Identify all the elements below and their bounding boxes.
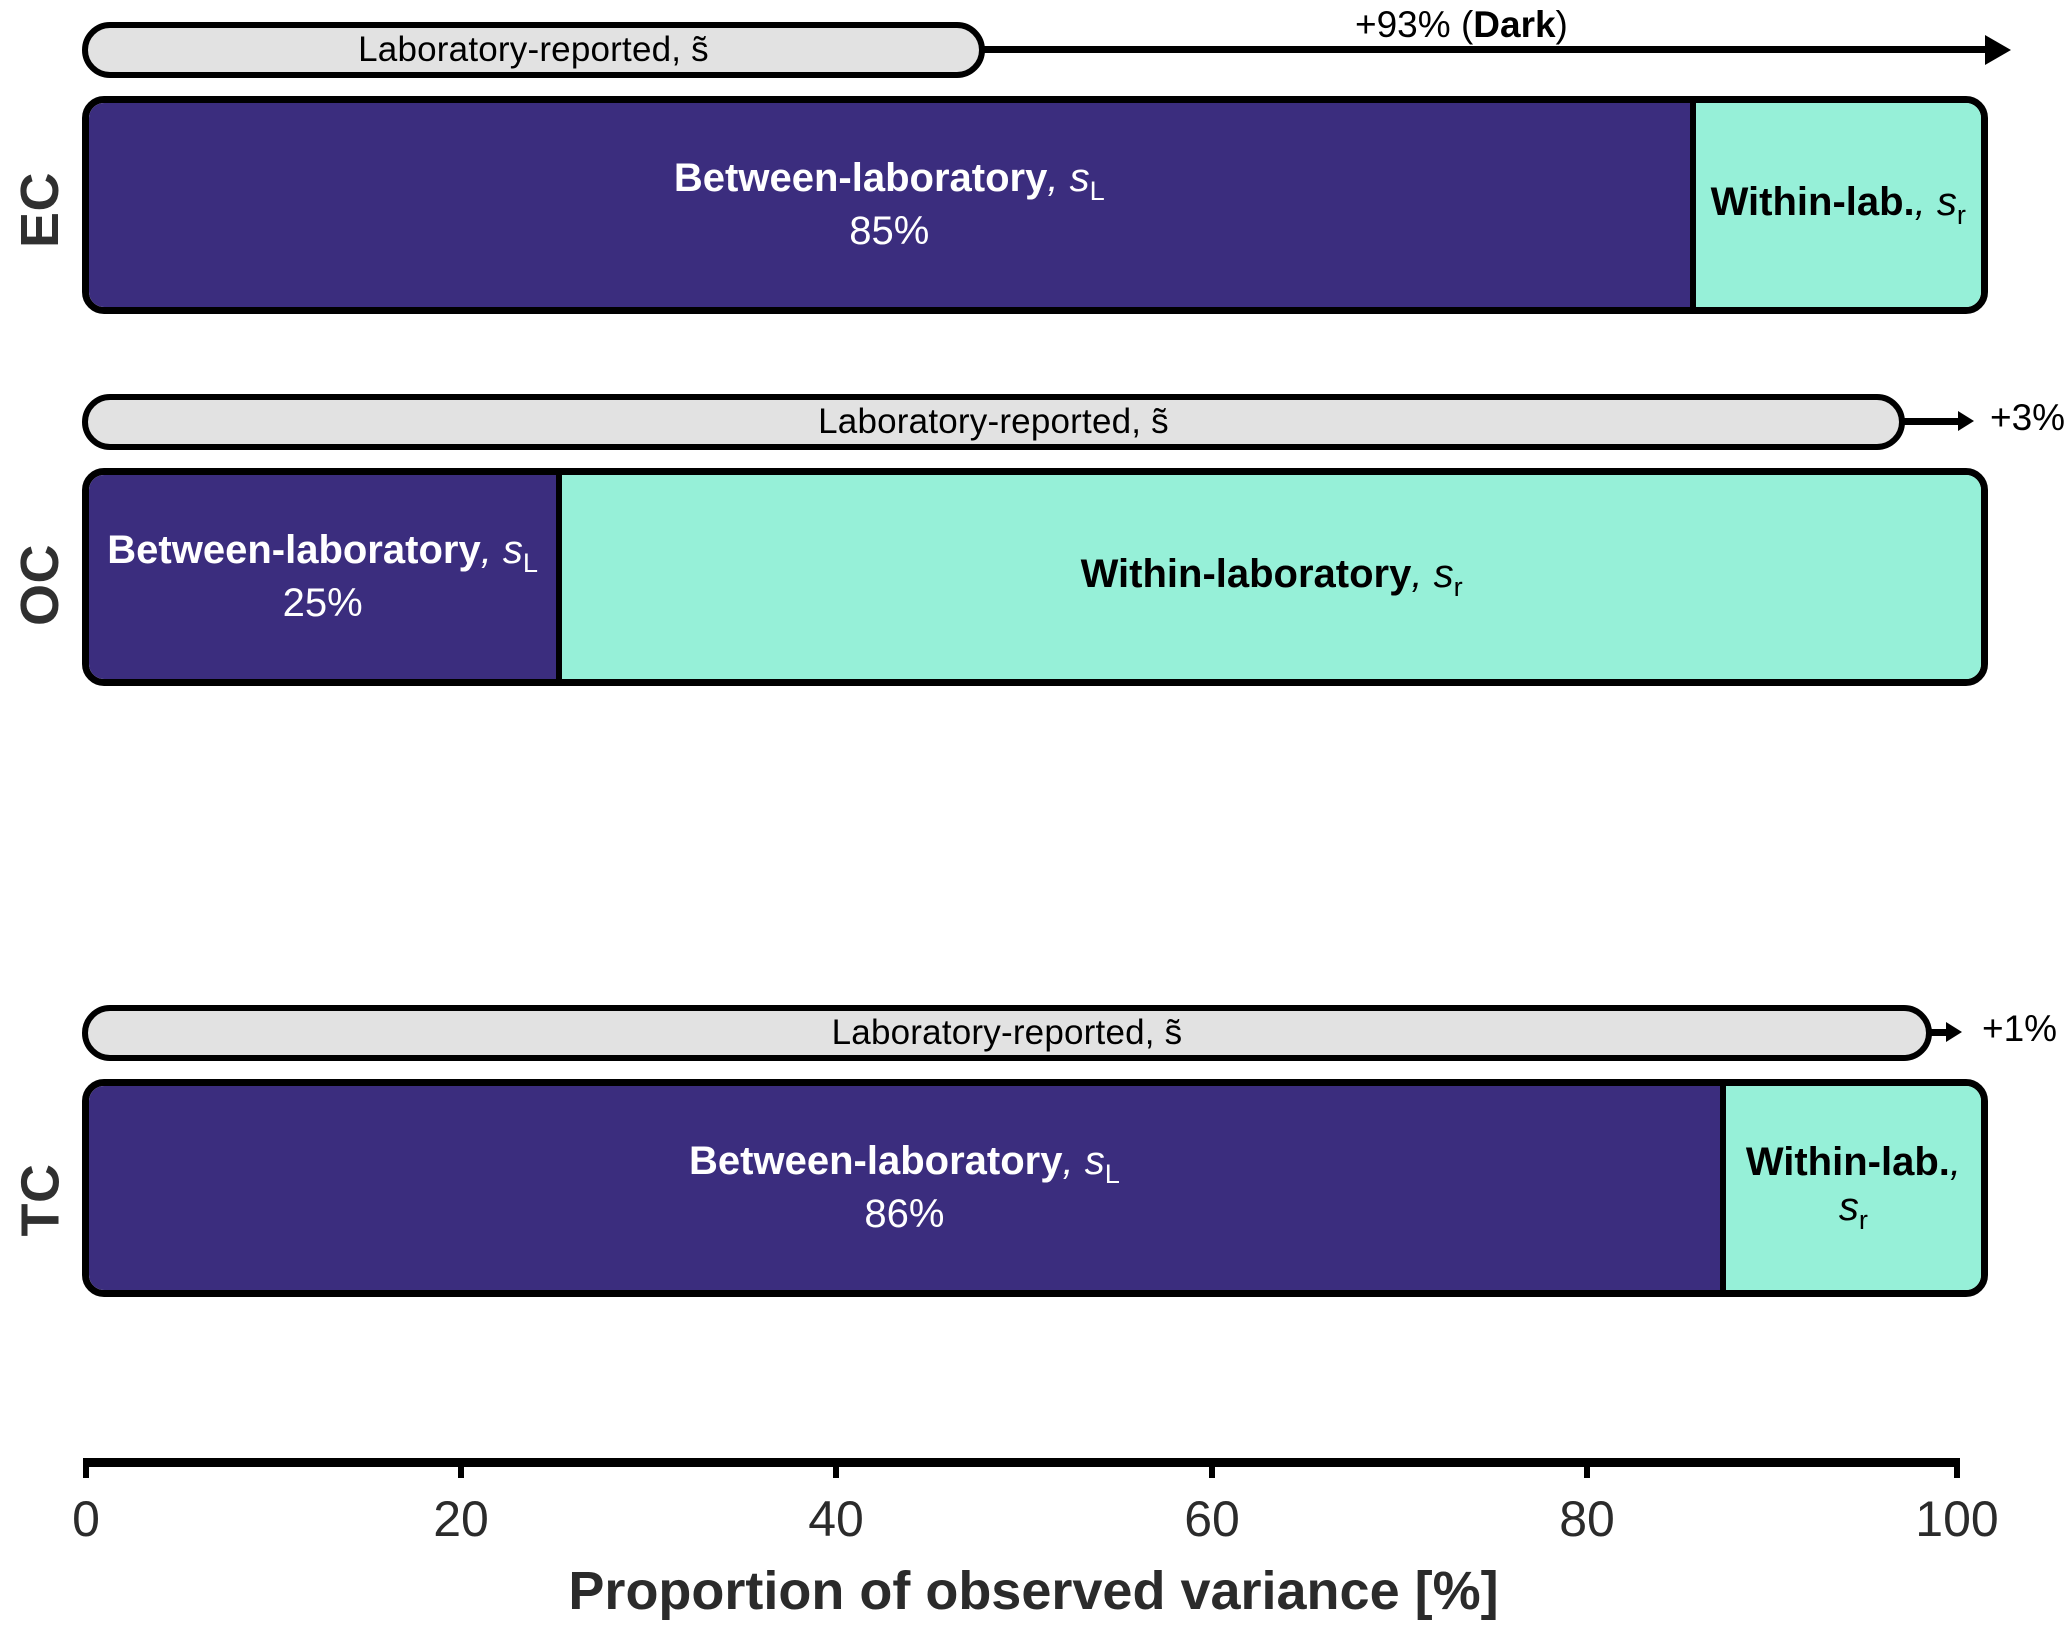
segment-between-lab-ec: Between-laboratory, sL 85% <box>89 103 1690 307</box>
reported-arrow-head-tc <box>1946 1022 1962 1042</box>
reported-arrow-line-tc <box>1925 1029 1951 1036</box>
segment-between-lab-ec-title: Between-laboratory, sL <box>673 155 1105 206</box>
row-label-ec: EC <box>0 80 80 340</box>
segment-within-lab-oc: Within-laboratory, sr <box>556 475 1981 679</box>
segment-between-lab-ec-percent: 85% <box>849 209 930 254</box>
segment-between-lab-tc: Between-laboratory, sL 86% <box>89 1086 1720 1290</box>
segment-within-lab-ec-title: Within-lab., sr <box>1710 179 1966 230</box>
segment-between-lab-tc-percent: 86% <box>864 1192 945 1237</box>
x-axis-tick-0 <box>83 1458 89 1478</box>
stacked-bar-oc: Between-laboratory, sL 25% Within-labora… <box>82 468 1988 686</box>
x-axis-tick-label-80: 80 <box>1559 1491 1615 1547</box>
reported-arrow-line-ec <box>980 46 1990 53</box>
stacked-bar-tc: Between-laboratory, sL 86% Within-lab., … <box>82 1079 1988 1297</box>
x-axis-tick-60 <box>1209 1458 1215 1478</box>
x-axis-tick-label-60: 60 <box>1184 1491 1240 1547</box>
x-axis-tick-label-40: 40 <box>808 1491 864 1547</box>
segment-between-lab-oc-title: Between-laboratory, sL <box>107 527 539 578</box>
reported-pill-ec-label: Laboratory-reported, s̃ <box>358 30 709 69</box>
delta-ec-bold: Dark <box>1473 4 1556 45</box>
row-label-ec-text: EC <box>9 171 70 249</box>
reported-pill-ec: Laboratory-reported, s̃ <box>82 22 985 78</box>
reported-arrow-head-ec <box>1985 35 2011 65</box>
x-axis-tick-label-20: 20 <box>433 1491 489 1547</box>
x-axis-tick-40 <box>833 1458 839 1478</box>
row-label-oc: OC <box>0 455 80 715</box>
segment-between-lab-oc: Between-laboratory, sL 25% <box>89 475 557 679</box>
reported-pill-oc-label: Laboratory-reported, s̃ <box>818 402 1169 441</box>
delta-ec-suffix: ) <box>1555 4 1568 45</box>
reported-pill-tc-label: Laboratory-reported, s̃ <box>831 1013 1183 1052</box>
delta-label-oc: +3% <box>1990 397 2065 439</box>
delta-oc-prefix: +3% <box>1990 397 2066 438</box>
x-axis-tick-label-0: 0 <box>72 1491 100 1547</box>
row-label-tc-text: TC <box>9 1163 70 1237</box>
row-label-oc-text: OC <box>10 544 70 626</box>
segment-within-lab-tc-title: Within-lab., sr <box>1745 1140 1962 1236</box>
segment-within-lab-ec: Within-lab., sr <box>1689 103 1981 307</box>
row-label-tc: TC <box>0 1070 80 1330</box>
delta-label-ec: +93% (Dark) <box>1355 4 1568 46</box>
segment-within-lab-tc: Within-lab., sr <box>1719 1086 1981 1290</box>
x-axis-tick-20 <box>458 1458 464 1478</box>
reported-pill-oc: Laboratory-reported, s̃ <box>82 394 1905 450</box>
delta-tc-prefix: +1% <box>1982 1008 2058 1049</box>
segment-between-lab-tc-title: Between-laboratory, sL <box>689 1138 1120 1189</box>
x-axis-title: Proportion of observed variance [%] <box>568 1561 1499 1621</box>
delta-ec-prefix: +93% ( <box>1355 4 1474 45</box>
x-axis-tick-100 <box>1954 1458 1960 1478</box>
x-axis-line <box>83 1458 1960 1467</box>
reported-arrow-head-oc <box>1958 411 1974 431</box>
x-axis-tick-label-100: 100 <box>1915 1491 1999 1547</box>
stacked-bar-ec: Between-laboratory, sL 85% Within-lab., … <box>82 96 1988 314</box>
x-axis-tick-80 <box>1584 1458 1590 1478</box>
delta-label-tc: +1% <box>1982 1008 2057 1050</box>
segment-between-lab-oc-percent: 25% <box>282 581 363 626</box>
reported-arrow-line-oc <box>1900 418 1962 425</box>
segment-within-lab-oc-title: Within-laboratory, sr <box>1080 551 1463 602</box>
reported-pill-tc: Laboratory-reported, s̃ <box>82 1005 1932 1061</box>
